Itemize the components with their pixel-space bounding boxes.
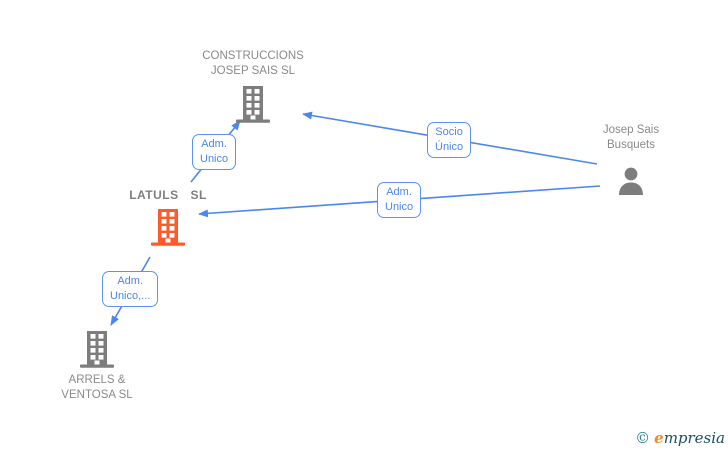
edge-badge-line: Unico [200, 153, 229, 165]
person-icon[interactable] [615, 166, 647, 201]
edge-badge-adm-unico-latuls-arrels[interactable]: Adm. Unico,... [102, 271, 159, 307]
edge-badge-line: Socio [435, 126, 463, 138]
node-label-line: ARRELS & [68, 374, 126, 386]
edge-badge-line: Adm. [201, 138, 227, 150]
edge-badge-adm-unico-josep-latuls[interactable]: Adm. Unico [377, 182, 422, 218]
edge-badge-line: Unico [385, 201, 414, 213]
node-label-arrels-ventosa[interactable]: ARRELS & VENTOSA SL [27, 373, 167, 403]
edge-badge-line: Adm. [386, 186, 412, 198]
node-label-construccions-josep-sais[interactable]: CONSTRUCCIONS JOSEP SAIS SL [163, 49, 343, 79]
node-label-josep-sais-busquets[interactable]: Josep Sais Busquets [561, 123, 701, 153]
edge-badge-line: Único [435, 141, 464, 153]
node-label-line: VENTOSA SL [61, 389, 133, 401]
edge-badge-socio-unico[interactable]: Socio Único [427, 122, 472, 158]
copyright-symbol: © [635, 429, 651, 447]
node-label-line: CONSTRUCCIONS [202, 50, 304, 62]
node-label-line: Josep Sais [602, 124, 660, 136]
edge-badge-adm-unico-latuls-construccions[interactable]: Adm. Unico [192, 134, 237, 170]
node-label-latuls[interactable]: LATULS SL [98, 188, 238, 203]
node-label-line: LATULS SL [129, 188, 207, 202]
building-icon[interactable] [235, 85, 271, 128]
building-icon[interactable] [79, 330, 115, 373]
brand-letter: e [654, 429, 664, 447]
edge-badge-line: Adm. [117, 275, 144, 287]
node-label-line: Busquets [607, 139, 655, 151]
edge-badge-line: Unico,... [110, 290, 151, 302]
node-label-line: JOSEP SAIS SL [210, 65, 296, 77]
building-icon-highlighted[interactable] [150, 208, 186, 251]
empresia-logo[interactable]: ©empresia [635, 429, 725, 447]
brand-text: mpresia [663, 429, 725, 447]
